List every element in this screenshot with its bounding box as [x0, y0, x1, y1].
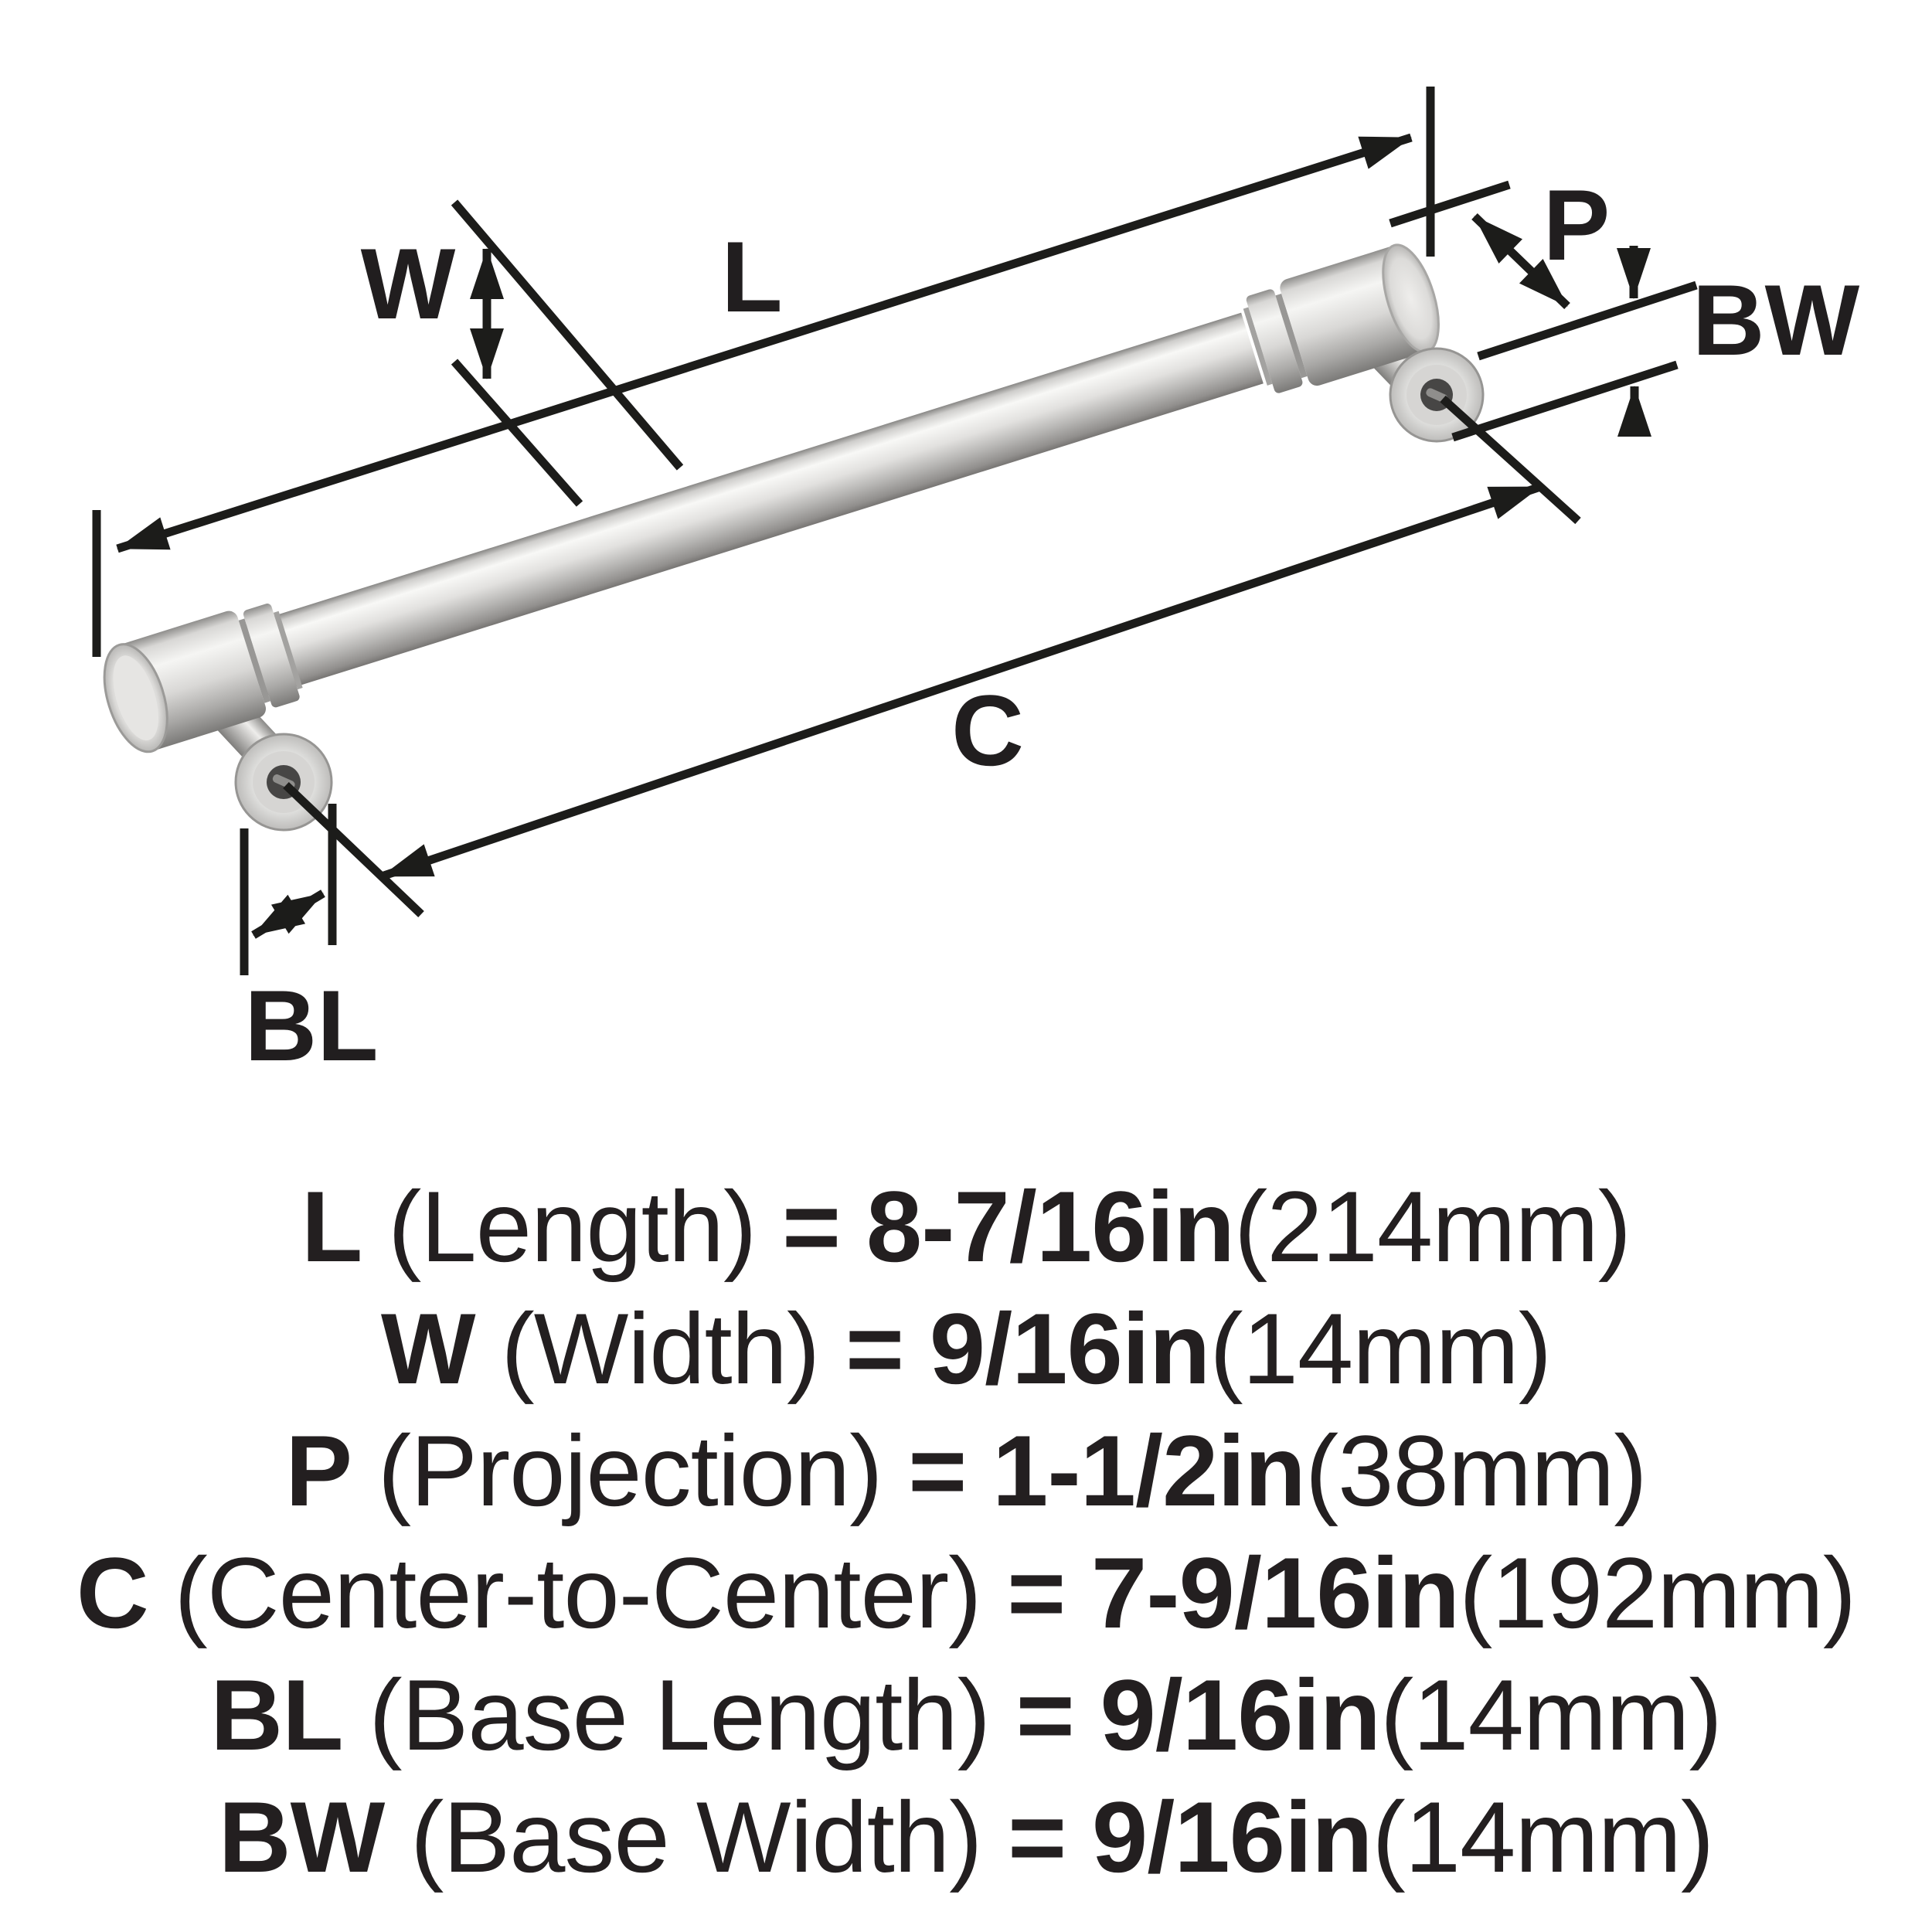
bw-extension-line-lower [1451, 360, 1679, 442]
left-cap-groove-2 [273, 611, 303, 690]
spec-metric: (14mm) [1372, 1781, 1715, 1893]
dimension-callouts [92, 87, 1698, 975]
bl-dimension-arrow [251, 889, 325, 939]
label-bl: BL [244, 969, 378, 1082]
spec-metric: (214mm) [1234, 1170, 1631, 1283]
spec-metric: (192mm) [1459, 1536, 1856, 1649]
label-w: W [361, 227, 456, 340]
spec-equals: = [845, 1292, 904, 1405]
spec-desc: (Length) [388, 1170, 757, 1283]
spec-value: 1-1/2in [992, 1414, 1306, 1527]
spec-label: BW [218, 1781, 386, 1893]
spec-desc: (Base Length) [369, 1658, 991, 1771]
spec-row-projection: P(Projection)=1-1/2in(38mm) [0, 1410, 1932, 1532]
spec-value: 9/16in [929, 1292, 1211, 1405]
handle-bar [245, 312, 1264, 696]
spec-metric: (14mm) [1380, 1658, 1723, 1771]
spec-desc: (Projection) [377, 1414, 883, 1527]
label-l: L [721, 220, 782, 333]
left-cap-ring [243, 604, 300, 708]
c-extension-line-right [1440, 395, 1581, 525]
spec-row-center-to-center: C(Center-to-Center)=7-9/16in(192mm) [0, 1532, 1932, 1654]
left-cap-face-inner [113, 655, 159, 741]
label-bw: BW [1692, 264, 1860, 376]
spec-equals: = [782, 1170, 841, 1283]
spec-label: BL [210, 1658, 343, 1771]
spec-equals: = [908, 1414, 967, 1527]
w-extension-line-lower [451, 359, 583, 507]
spec-label: L [301, 1170, 362, 1283]
c-extension-line-left [283, 782, 424, 917]
spec-equals: = [1007, 1536, 1066, 1649]
spec-value: 9/16in [1091, 1781, 1373, 1893]
left-cap-groove [238, 618, 270, 703]
spec-list: L(Length)=8-7/16in(214mm) W(Width)=9/16i… [0, 1165, 1932, 1898]
spec-desc: (Base Width) [410, 1781, 982, 1893]
spec-equals: = [1008, 1781, 1066, 1893]
spec-row-base-width: BW(Base Width)=9/16in(14mm) [0, 1776, 1932, 1898]
label-p: P [1543, 168, 1611, 281]
spec-value: 9/16in [1100, 1658, 1381, 1771]
w-extension-line-upper [451, 199, 684, 471]
c-dimension-line [380, 482, 1542, 881]
spec-row-width: W(Width)=9/16in(14mm) [0, 1287, 1932, 1410]
spec-value: 8-7/16in [866, 1170, 1235, 1283]
spec-label: P [285, 1414, 352, 1527]
spec-value: 7-9/16in [1090, 1536, 1460, 1649]
spec-desc: (Center-to-Center) [174, 1536, 981, 1649]
spec-metric: (14mm) [1209, 1292, 1552, 1405]
spec-metric: (38mm) [1304, 1414, 1648, 1527]
bw-extension-line-upper [1477, 281, 1698, 361]
p-dimension-arrow [1471, 213, 1570, 309]
l-dimension-line [116, 133, 1413, 553]
spec-row-length: L(Length)=8-7/16in(214mm) [0, 1165, 1932, 1287]
p-reference-line [1389, 180, 1511, 228]
spec-row-base-length: BL(Base Length)=9/16in(14mm) [0, 1654, 1932, 1776]
spec-desc: (Width) [501, 1292, 820, 1405]
label-c: C [951, 674, 1024, 787]
spec-equals: = [1015, 1658, 1075, 1771]
spec-label: C [76, 1536, 149, 1649]
spec-label: W [380, 1292, 476, 1405]
